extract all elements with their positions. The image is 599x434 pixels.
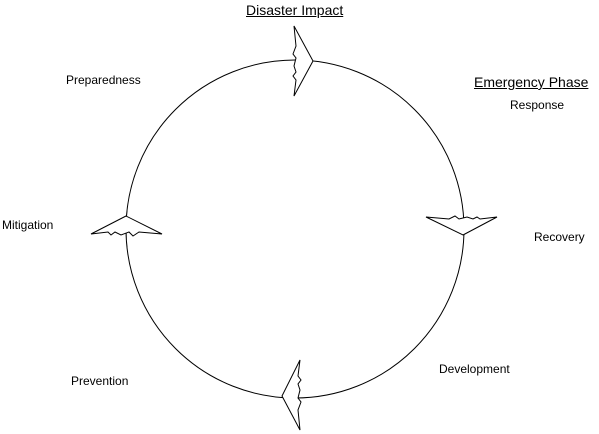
stage-label-development: Development <box>439 362 510 376</box>
cycle-arrow-bottom <box>281 359 302 431</box>
cycle-arrow-left <box>90 215 163 237</box>
stage-label-response: Response <box>510 98 565 112</box>
stage-label-recovery: Recovery <box>534 230 585 244</box>
cycle-circle <box>125 59 465 399</box>
disaster-impact-heading: Disaster Impact <box>246 2 344 18</box>
stage-label-mitigation: Mitigation <box>2 218 54 232</box>
emergency-phase-heading: Emergency Phase <box>474 74 589 90</box>
cycle-arrow-right <box>425 215 498 236</box>
stage-label-preparedness: Preparedness <box>66 73 141 87</box>
stage-label-prevention: Prevention <box>71 374 129 388</box>
cycle-arrow-top <box>292 25 314 97</box>
